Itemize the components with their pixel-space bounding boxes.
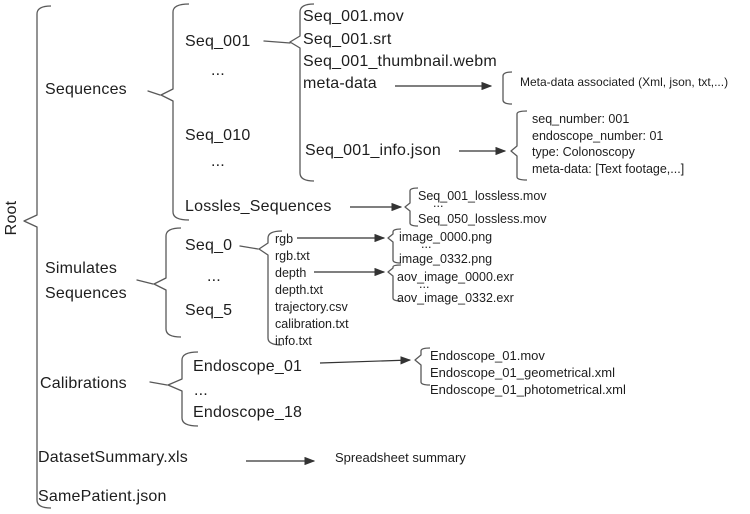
endoscope-01-folder: Endoscope_01: [193, 358, 303, 375]
calibrations-folder-label: Calibrations: [40, 375, 127, 392]
endoscope-photometrical-file: Endoscope_01_photometrical.xml: [430, 382, 626, 397]
sequences-ellipsis-2: ...: [211, 153, 225, 170]
endoscope-18-folder: Endoscope_18: [193, 404, 303, 421]
lossless-file-last: Seq_050_lossless.mov: [418, 212, 547, 226]
root-brace: [23, 5, 52, 509]
meta-data-folder: meta-data: [303, 75, 377, 92]
lossless-file-first: Seq_001_lossless.mov: [418, 189, 547, 203]
spreadsheet-summary-note: Spreadsheet summary: [335, 450, 466, 465]
rgb-files-bracket: [387, 228, 402, 264]
simulated-ellipsis: ...: [207, 268, 221, 285]
depth-folder: depth: [275, 266, 307, 280]
lossless-files-bracket: [404, 187, 419, 227]
lossless-sequences-folder: Lossles_Sequences: [185, 198, 332, 215]
same-patient-file: SamePatient.json: [38, 488, 167, 505]
depth-file-last: aov_image_0332.exr: [397, 291, 514, 305]
rgb-txt-file: rgb.txt: [275, 249, 310, 263]
rgb-folder: rgb: [275, 232, 294, 246]
info-field-seq-number: seq_number: 001: [532, 112, 630, 126]
simulated-folder-label-line2: Sequences: [45, 285, 127, 302]
depth-txt-file: depth.txt: [275, 283, 323, 297]
seq-0-connector: [239, 245, 259, 250]
info-field-type: type: Colonoscopy: [532, 145, 635, 159]
seq-010-folder: Seq_010: [185, 127, 251, 144]
endoscope-mov-file: Endoscope_01.mov: [430, 348, 545, 363]
calibrations-folders-brace: [167, 351, 199, 427]
metadata-note: Meta-data associated (Xml, json, txt,...…: [520, 75, 729, 89]
trajectory-csv-file: trajectory.csv: [275, 300, 348, 314]
seq-5-folder: Seq_5: [185, 302, 233, 319]
sequences-ellipsis-1: ...: [211, 62, 225, 79]
seq-001-folder: Seq_001: [185, 33, 251, 50]
info-field-meta-data: meta-data: [Text footage,...]: [532, 162, 685, 176]
simulated-folder-label-line1: Simulates: [45, 260, 118, 277]
endoscope-geometrical-file: Endoscope_01_geometrical.xml: [430, 365, 615, 380]
dataset-summary-file: DatasetSummary.xls: [38, 449, 189, 466]
sequences-brace: [160, 3, 190, 221]
calibrations-ellipsis: ...: [194, 382, 208, 399]
endoscope-files-bracket: [414, 347, 431, 386]
seq-001-connector: [263, 40, 291, 44]
seq-0-folder: Seq_0: [185, 237, 233, 254]
root-label: Root: [3, 200, 20, 236]
simulated-folders-brace: [153, 227, 182, 338]
rgb-files-ellipsis: ...: [421, 237, 432, 251]
simulated-connector: [136, 279, 154, 285]
seq-001-files-brace: [289, 3, 315, 182]
endoscope-arrow: [319, 356, 412, 365]
metadata-note-bracket: [502, 71, 513, 105]
seq-001-srt-file: Seq_001.srt: [303, 31, 392, 48]
seq-001-mov-file: Seq_001.mov: [303, 8, 404, 25]
lossless-files-ellipsis: ...: [433, 196, 444, 210]
info-txt-file: info.txt: [275, 334, 312, 348]
calibration-txt-file: calibration.txt: [275, 317, 349, 331]
info-field-endoscope-number: endoscope_number: 01: [532, 129, 664, 143]
depth-files-bracket: [387, 264, 402, 302]
seq-0-files-brace: [258, 230, 283, 346]
depth-files-ellipsis: ...: [419, 277, 430, 291]
seq-001-info-json-file: Seq_001_info.json: [305, 142, 441, 159]
rgb-file-last: image_0332.png: [399, 252, 493, 266]
rgb-file-first: image_0000.png: [399, 230, 493, 244]
calibrations-connector: [149, 381, 168, 386]
info-fields-bracket: [510, 110, 528, 181]
seq-001-thumbnail-file: Seq_001_thumbnail.webm: [303, 53, 497, 70]
sequences-folder-label: Sequences: [45, 81, 127, 98]
depth-file-first: aov_image_0000.exr: [397, 270, 514, 284]
sequences-connector: [147, 90, 161, 96]
